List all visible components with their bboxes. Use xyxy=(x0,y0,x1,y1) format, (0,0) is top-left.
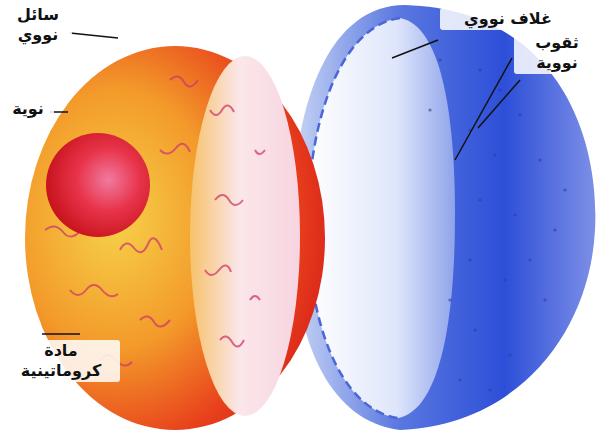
leader-lines xyxy=(42,33,520,334)
part-label: ثقوب نووية xyxy=(514,32,600,74)
cut-face xyxy=(190,56,300,416)
part-label: غلاف نووي xyxy=(440,8,576,30)
nucleolus xyxy=(46,133,150,237)
part-label: مادة كروماتينية xyxy=(2,340,120,382)
pores xyxy=(428,58,566,391)
envelope-inner xyxy=(308,18,455,418)
part-label: سائل نووي xyxy=(4,4,72,46)
part-label: نوية xyxy=(2,98,54,120)
chromatin xyxy=(45,76,265,365)
